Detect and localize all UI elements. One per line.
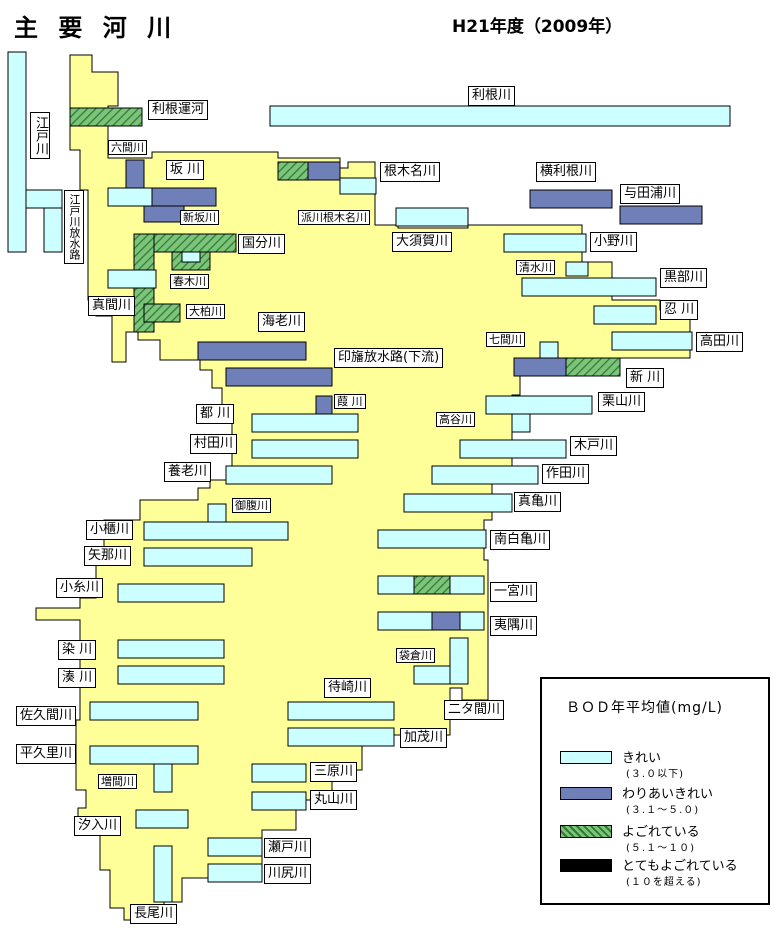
river-label: 坂 川	[166, 160, 205, 180]
legend-range: (３.１～５.０)	[626, 805, 700, 816]
river-label: 江戸川放水路	[64, 190, 84, 264]
legend: ＢＯＤ年平均値(mg/L) きれい (３.０以下) わりあいきれい (３.１～５…	[540, 677, 770, 905]
river-label: 湊 川	[58, 668, 97, 688]
legend-label: よごれている	[622, 825, 700, 840]
river-label: 瀬戸川	[264, 838, 312, 858]
legend-item-somewhat-clean: わりあいきれい (３.１～５.０)	[560, 783, 765, 819]
river-label: 真間川	[88, 296, 136, 316]
river-label: 利根運河	[148, 100, 209, 120]
river-label: 小糸川	[56, 578, 104, 598]
river-label: 小櫃川	[86, 520, 134, 540]
river-label: 染 川	[58, 640, 97, 660]
river-label: 六間川	[108, 140, 147, 155]
river-label: 大柏川	[186, 304, 225, 319]
river-label: 新 川	[626, 368, 665, 388]
river-label: 南白亀川	[490, 530, 551, 550]
legend-swatch	[560, 825, 612, 838]
legend-item-dirty: よごれている (５.１～１０)	[560, 821, 765, 857]
river-label: 平久里川	[16, 744, 77, 764]
river-label: 待崎川	[324, 678, 372, 698]
legend-label: きれい	[622, 751, 662, 766]
river-label: 真亀川	[514, 492, 562, 512]
river-label: 養老川	[164, 462, 212, 482]
river-label: 春木川	[170, 274, 209, 289]
river-label: 国分川	[238, 234, 286, 254]
river-label: 七間川	[486, 332, 525, 347]
legend-item-clean: きれい (３.０以下)	[560, 747, 765, 783]
river-label: 村田川	[190, 434, 238, 454]
river-label: 木戸川	[570, 436, 618, 456]
river-label: 作田川	[542, 464, 590, 484]
river-label: 利根川	[468, 86, 516, 106]
legend-range: (１０を超える)	[626, 877, 702, 888]
legend-label: わりあいきれい	[622, 787, 714, 802]
river-label: 江戸川	[30, 112, 50, 159]
legend-swatch	[560, 787, 612, 800]
legend-range: (３.０以下)	[626, 769, 684, 780]
river-label: 忍 川	[660, 300, 699, 320]
map-title: 主 要 河 川	[14, 14, 178, 42]
river-label: 増間川	[98, 774, 137, 789]
legend-swatch	[560, 859, 612, 872]
river-label: 三原川	[310, 762, 358, 782]
river-label: 清水川	[516, 260, 555, 275]
river-label: 派川根木名川	[298, 210, 370, 225]
legend-swatch	[560, 751, 612, 764]
river-label: 栗山川	[598, 392, 646, 412]
river-label: 海老川	[258, 312, 306, 332]
river-label: 与田浦川	[620, 184, 681, 204]
river-label: 汐入川	[74, 816, 122, 836]
legend-range: (５.１～１０)	[626, 843, 695, 854]
river-label: 長尾川	[130, 904, 178, 924]
river-label: 矢那川	[84, 546, 132, 566]
river-label: 根木名川	[380, 162, 441, 182]
river-label: 御腹川	[232, 498, 271, 513]
river-label: 袋倉川	[396, 648, 435, 663]
river-label: 黒部川	[660, 268, 708, 288]
fiscal-year: H21年度（2009年）	[452, 17, 623, 37]
river-label: 佐久間川	[16, 706, 77, 726]
river-label: 小野川	[590, 232, 638, 252]
river-label: 高田川	[696, 332, 744, 352]
river-label: 葭 川	[334, 394, 366, 409]
river-label: 加茂川	[400, 728, 448, 748]
river-label: 都 川	[196, 404, 235, 424]
river-label: 大須賀川	[392, 232, 453, 252]
legend-title: ＢＯＤ年平均値(mg/L)	[566, 700, 723, 716]
river-label: 横利根川	[536, 162, 597, 182]
river-label: 高谷川	[436, 412, 475, 427]
river-label: 一宮川	[490, 582, 538, 602]
river-label: 川尻川	[264, 864, 312, 884]
river-label: 新坂川	[180, 210, 219, 225]
river-label: 丸山川	[310, 790, 358, 810]
legend-label: とてもよごれている	[622, 859, 738, 874]
river-label: 印旛放水路(下流)	[334, 348, 444, 368]
legend-item-very-dirty: とてもよごれている (１０を超える)	[560, 855, 765, 891]
river-label: 二タ間川	[444, 700, 505, 720]
river-label: 夷隅川	[490, 616, 538, 636]
